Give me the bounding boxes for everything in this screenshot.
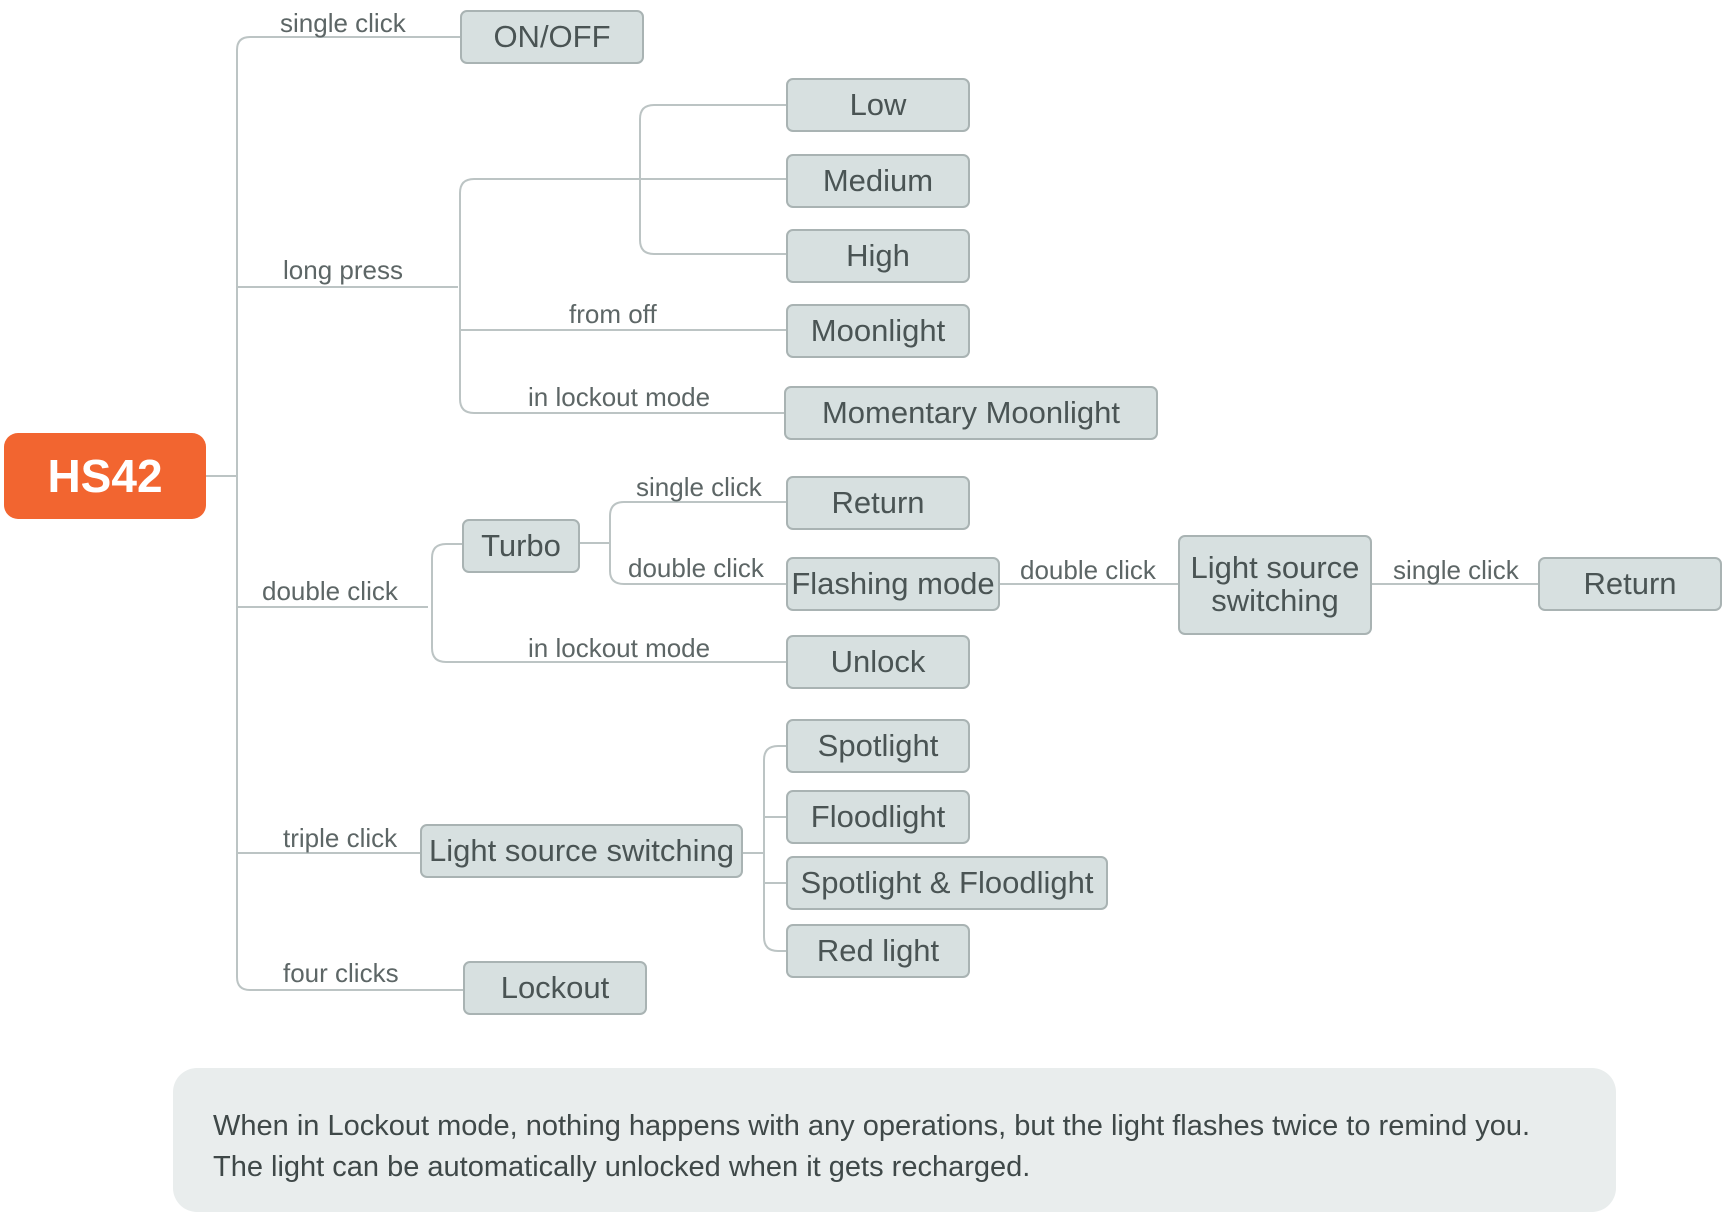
note-line: The light can be automatically unlocked … [213, 1151, 1031, 1183]
node-red-light: Red light [786, 924, 970, 978]
node-turbo: Turbo [462, 519, 580, 573]
edge-label-single-click-2: single click [1393, 555, 1519, 585]
note-line: When in Lockout mode, nothing happens wi… [213, 1110, 1531, 1142]
branch-label-triple-click: triple click [283, 823, 398, 853]
node-low: Low [786, 78, 970, 132]
connector [431, 558, 786, 663]
node-on-off: ON/OFF [460, 10, 644, 64]
node-return-2: Return [1538, 557, 1722, 611]
node-light-source-switching: Light source switching [420, 824, 743, 878]
edge-label-from-off: from off [569, 299, 657, 329]
node-moonlight: Moonlight [786, 304, 970, 358]
connector [236, 50, 463, 991]
node-unlock: Unlock [786, 635, 970, 689]
connector [236, 36, 460, 51]
branch-label-double-click: double click [262, 576, 398, 606]
connector [639, 119, 786, 255]
node-return: Return [786, 476, 970, 530]
node-line: switching [1211, 583, 1339, 618]
edge-label-double-click-2: double click [1020, 555, 1156, 585]
node-flashing-mode: Flashing mode [786, 557, 1000, 611]
connector [763, 745, 786, 761]
node-spotlight-floodlight: Spotlight & Floodlight [786, 856, 1108, 910]
connector [459, 193, 784, 414]
node-floodlight: Floodlight [786, 790, 970, 844]
connector [639, 104, 786, 120]
edge-label-lockout: in lockout mode [528, 382, 711, 412]
connector [431, 543, 462, 559]
node-momentary-moonlight: Momentary Moonlight [784, 386, 1158, 440]
connector [609, 516, 786, 585]
connector [459, 178, 786, 194]
node-medium: Medium [786, 154, 970, 208]
edge-label-double-click: double click [628, 553, 764, 583]
branch-label-four-clicks: four clicks [283, 958, 399, 988]
edge-label-single-click: single click [636, 472, 762, 502]
lockout-note: When in Lockout mode, nothing happens wi… [173, 1068, 1616, 1212]
connector [609, 501, 786, 517]
node-spotlight: Spotlight [786, 719, 970, 773]
node-light-source-switching-2: Light source switching [1178, 535, 1372, 635]
node-line: Light source [1190, 550, 1360, 586]
branch-label-single-click: single click [280, 8, 406, 38]
node-lockout: Lockout [463, 961, 647, 1015]
edge-label-lockout-2: in lockout mode [528, 633, 711, 663]
root-node: HS42 [4, 433, 206, 519]
node-high: High [786, 229, 970, 283]
branch-label-long-press: long press [283, 255, 403, 285]
connector [763, 760, 786, 952]
